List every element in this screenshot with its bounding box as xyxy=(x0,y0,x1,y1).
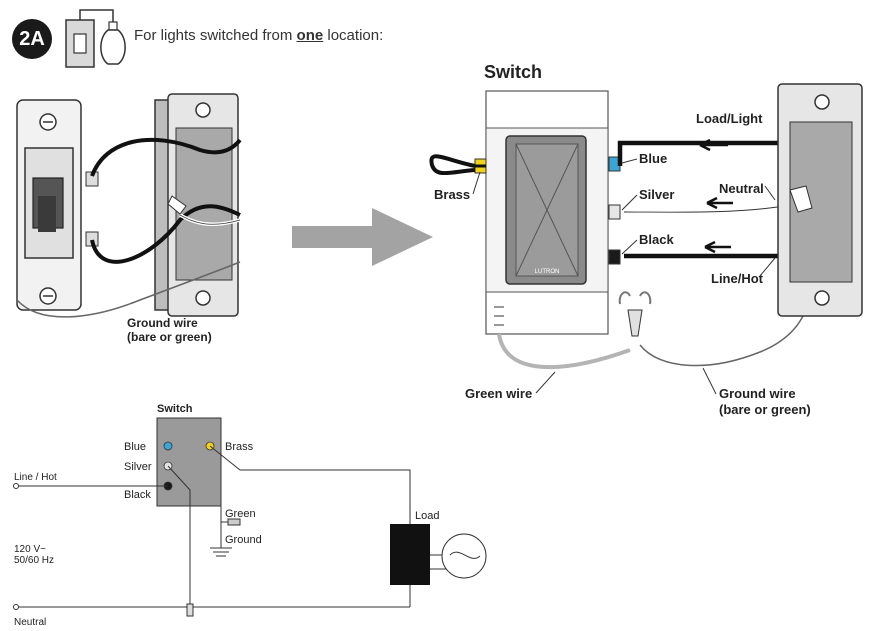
line-arrow-icon xyxy=(704,240,731,254)
schematic-brass-label: Brass xyxy=(225,441,254,453)
ground-wire-nut-icon xyxy=(618,291,652,337)
schematic-frequency-label: 50/60 Hz xyxy=(14,555,54,566)
old-ground-wire-label-1: Ground wire xyxy=(127,316,198,330)
schematic-load-label: Load xyxy=(415,510,439,522)
brass-label: Brass xyxy=(434,187,470,202)
step-caption: For lights switched from one location: xyxy=(134,27,383,44)
schematic-neutral-label: Neutral xyxy=(14,617,46,628)
schematic-black-label: Black xyxy=(124,489,151,501)
new-switch-title: Switch xyxy=(484,62,542,82)
neutral-arrow-icon xyxy=(706,196,733,210)
old-toggle-switch xyxy=(16,99,99,311)
load-light-label: Load/Light xyxy=(696,111,763,126)
schematic-load-box xyxy=(390,524,430,585)
silver-terminal xyxy=(608,204,621,220)
schematic-ground-label: Ground xyxy=(225,534,262,546)
new-ground-wire-label-1: Ground wire xyxy=(719,386,796,401)
new-wall-box xyxy=(777,83,863,317)
schematic-line-hot-label: Line / Hot xyxy=(14,472,57,483)
caption-emphasis: one xyxy=(296,27,324,44)
neutral-label: Neutral xyxy=(719,181,764,196)
green-wire-label: Green wire xyxy=(465,386,532,401)
old-wires xyxy=(16,137,242,318)
schematic-wiring xyxy=(13,445,487,617)
old-wall-box xyxy=(154,93,239,317)
old-ground-wire-label-2: (bare or green) xyxy=(127,330,212,344)
schematic-switch-title: Switch xyxy=(157,403,193,415)
line-hot-label: Line/Hot xyxy=(711,271,764,286)
schematic-silver-label: Silver xyxy=(124,461,152,473)
schematic-blue-terminal xyxy=(163,441,173,451)
black-terminal xyxy=(608,249,621,265)
step-badge: 2A xyxy=(12,19,52,59)
silver-label: Silver xyxy=(639,187,674,202)
transition-arrow-icon xyxy=(292,208,433,266)
load-arrow-icon xyxy=(699,138,728,152)
switch-and-bulb-icon xyxy=(65,9,126,68)
schematic-voltage-label: 120 V~ xyxy=(14,544,46,555)
blue-label: Blue xyxy=(639,151,667,166)
brand-logo: LUTRON xyxy=(535,269,560,275)
new-ground-wire-label-2: (bare or green) xyxy=(719,402,811,417)
schematic-blue-label: Blue xyxy=(124,441,146,453)
caption-suffix: location: xyxy=(323,27,384,44)
schematic-green-label: Green xyxy=(225,508,256,520)
new-switch-device: LUTRON xyxy=(485,90,609,335)
black-label: Black xyxy=(639,232,674,247)
caption-prefix: For lights switched from xyxy=(134,27,297,44)
